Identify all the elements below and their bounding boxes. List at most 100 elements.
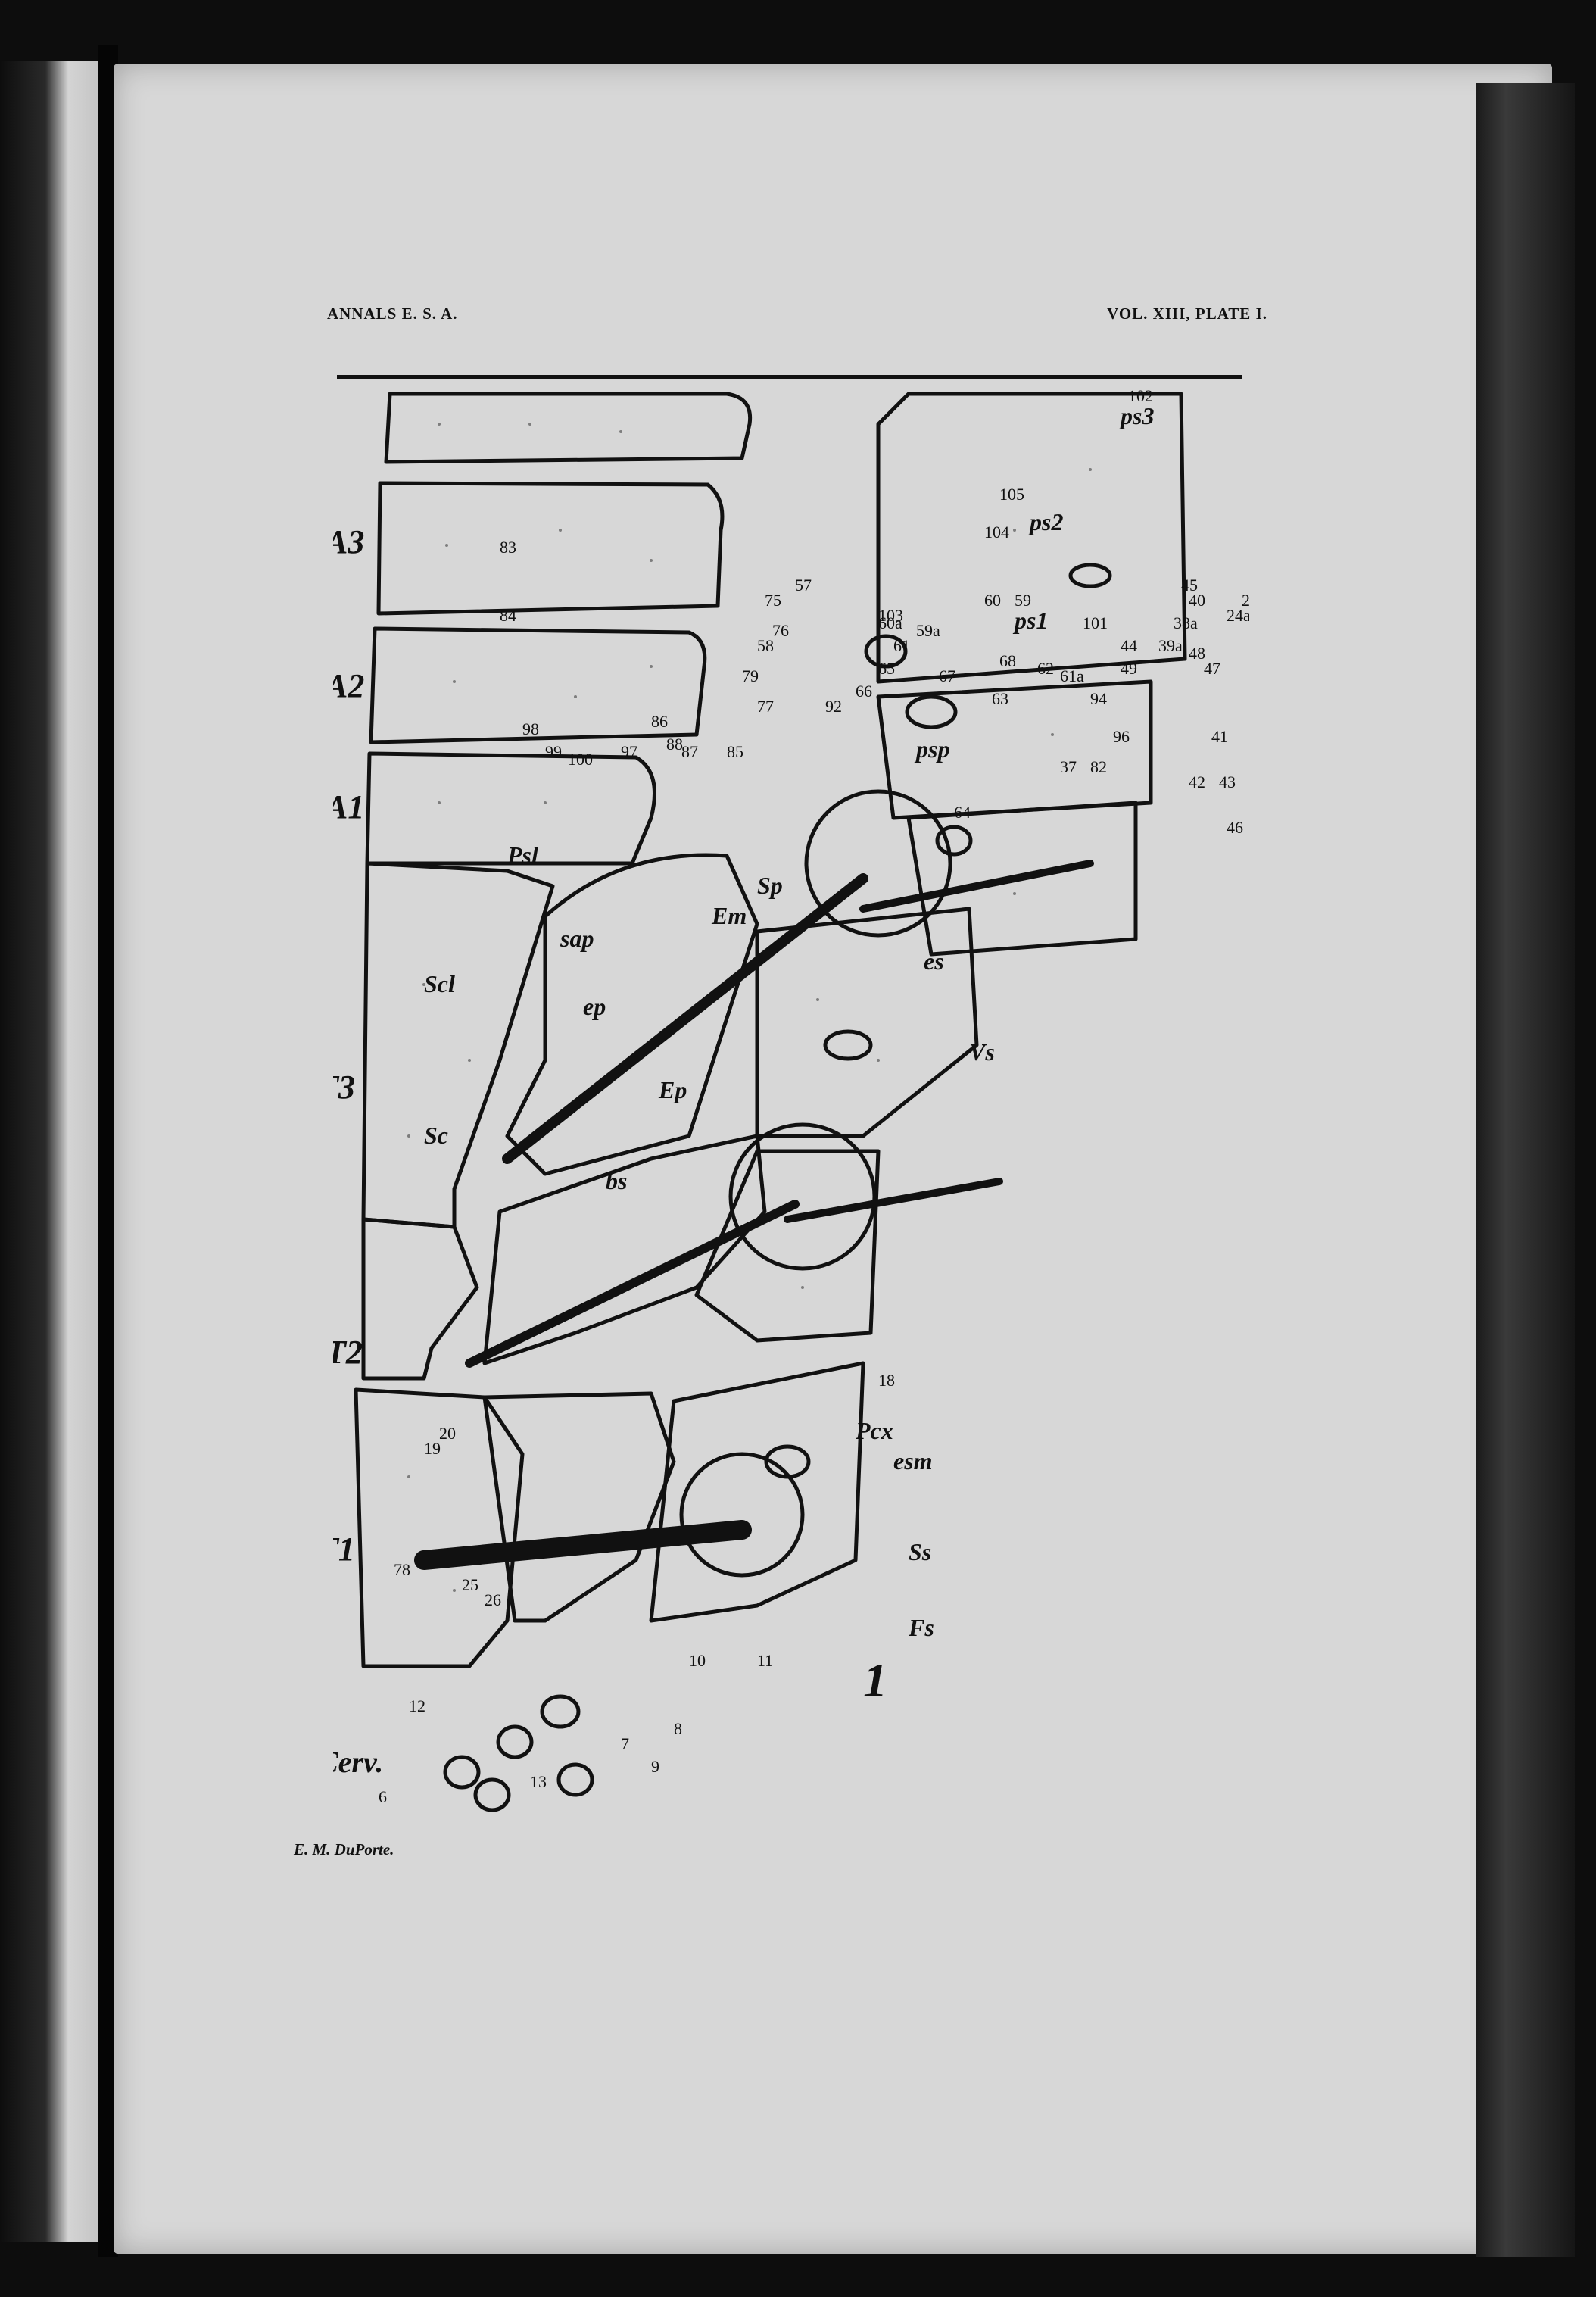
running-header-left: ANNALS E. S. A. xyxy=(327,304,458,323)
num-78: 78 xyxy=(394,1560,410,1579)
muscle-band-5 xyxy=(784,1178,1003,1223)
region-label-group: A3 A2 A1 T3 T2 T1 Cerv. xyxy=(333,523,383,1779)
procoxa xyxy=(679,1452,805,1578)
num-23: 23 xyxy=(1242,591,1249,610)
num-39a: 39a xyxy=(1158,636,1183,655)
num-44: 44 xyxy=(1121,636,1137,655)
label-psp: psp xyxy=(914,735,949,763)
spiracle-6 xyxy=(823,1029,873,1061)
num-100: 100 xyxy=(568,750,593,769)
plate-page xyxy=(114,64,1552,2254)
num-92: 92 xyxy=(825,697,842,716)
num-20: 20 xyxy=(439,1424,456,1443)
spiracle-3 xyxy=(905,694,958,729)
region-label-cerv: Cerv. xyxy=(333,1745,383,1779)
author-credit: E. M. DuPorte. xyxy=(294,1840,394,1859)
num-61: 61 xyxy=(893,636,910,655)
num-98: 98 xyxy=(522,719,539,738)
label-es-3: es xyxy=(924,947,944,975)
num-18: 18 xyxy=(878,1371,895,1390)
label-em-3: Em xyxy=(711,902,747,929)
num-60: 60 xyxy=(984,591,1001,610)
spiracle-4 xyxy=(935,825,973,857)
metathorax xyxy=(361,861,555,1229)
label-fs: Fs xyxy=(908,1614,934,1641)
num-24a: 24a xyxy=(1227,606,1249,625)
mesosternum xyxy=(694,1149,881,1343)
num-76: 76 xyxy=(772,621,789,640)
label-ep-lower: ep xyxy=(583,993,606,1020)
num-99: 99 xyxy=(545,742,562,761)
num-103: 103 xyxy=(878,606,903,625)
num-59a: 59a xyxy=(916,621,940,640)
metacoxa xyxy=(804,789,952,938)
tergite-a3 xyxy=(376,481,725,616)
tergite-a4 xyxy=(384,392,753,464)
num-105: 105 xyxy=(999,485,1024,504)
label-psl: Psl xyxy=(507,841,538,869)
num-104: 104 xyxy=(984,523,1009,541)
spiracle-1 xyxy=(1068,563,1112,588)
num-10: 10 xyxy=(689,1651,706,1670)
oval-g xyxy=(473,1777,511,1812)
num-45: 45 xyxy=(1181,576,1198,595)
num-63: 63 xyxy=(992,689,1008,708)
num-66: 66 xyxy=(856,682,872,701)
region-label-t2: T2 xyxy=(333,1334,363,1371)
num-46: 46 xyxy=(1227,818,1243,837)
plate-drawing: A3 A2 A1 T3 T2 T1 Cerv. Scl Sc Psl Em Ep… xyxy=(333,386,1249,1812)
num-101: 101 xyxy=(1083,613,1108,632)
num-49: 49 xyxy=(1121,659,1137,678)
num-82: 82 xyxy=(1090,757,1107,776)
region-label-t1: T1 xyxy=(333,1531,355,1568)
num-43: 43 xyxy=(1219,772,1236,791)
label-vs-3: Vs xyxy=(969,1038,995,1066)
num-102: 102 xyxy=(1128,386,1153,405)
number-label-group: 83 84 98 99 100 97 86 88 87 85 77 79 76 … xyxy=(379,386,1249,1806)
label-ss: Ss xyxy=(909,1538,931,1565)
label-sc: Sc xyxy=(424,1122,448,1149)
num-42: 42 xyxy=(1189,772,1205,791)
structure-label-group: Scl Sc Psl Em Ep es Vs esm Ss Fs Pcx sap… xyxy=(424,402,1154,1641)
prosternum xyxy=(649,1361,865,1623)
mesothorax xyxy=(361,1217,479,1381)
mesothoracic-pleuron xyxy=(482,1134,767,1365)
label-scl: Scl xyxy=(424,970,455,997)
label-ps3: ps3 xyxy=(1118,402,1154,429)
muscle-band-4 xyxy=(859,860,1094,913)
sternite-3 xyxy=(906,801,1138,957)
oval-d xyxy=(540,1694,581,1729)
oval-e xyxy=(556,1762,594,1797)
num-13: 13 xyxy=(530,1772,547,1791)
prothoracic-pleuron xyxy=(482,1391,676,1623)
num-19: 19 xyxy=(424,1439,441,1458)
header-rule xyxy=(337,375,1242,379)
label-ps2: ps2 xyxy=(1027,508,1063,535)
tergite-a2 xyxy=(369,626,707,744)
num-9: 9 xyxy=(651,1757,659,1776)
left-page-edge xyxy=(0,61,114,2242)
num-6: 6 xyxy=(379,1787,387,1806)
num-12: 12 xyxy=(409,1696,425,1715)
num-60a: 60a xyxy=(878,613,902,632)
num-64: 64 xyxy=(954,803,971,822)
num-62: 62 xyxy=(1037,659,1054,678)
num-26: 26 xyxy=(485,1590,501,1609)
num-57: 57 xyxy=(795,576,812,595)
region-label-t3: T3 xyxy=(333,1069,355,1106)
region-label-a2: A2 xyxy=(333,667,364,704)
region-label-a1: A1 xyxy=(333,788,364,825)
muscle-band-2 xyxy=(465,1200,800,1368)
mesocoxa xyxy=(728,1122,877,1271)
num-25: 25 xyxy=(462,1575,478,1594)
num-65: 65 xyxy=(878,659,895,678)
num-40: 40 xyxy=(1189,591,1205,610)
num-94: 94 xyxy=(1090,689,1107,708)
metasternum xyxy=(755,907,979,1138)
right-page-edge xyxy=(1476,83,1575,2257)
spiracle-5 xyxy=(764,1444,811,1479)
num-8: 8 xyxy=(674,1719,682,1738)
num-96: 96 xyxy=(1113,727,1130,746)
label-sp: Sp xyxy=(757,872,783,899)
muscle-band-3 xyxy=(414,1520,752,1570)
